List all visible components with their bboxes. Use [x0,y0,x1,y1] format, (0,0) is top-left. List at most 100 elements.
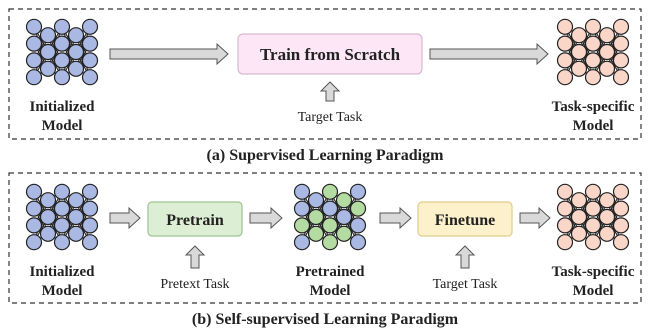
network-node [570,225,588,242]
finetune-box [417,201,513,237]
network-node [25,69,43,86]
network-node [584,18,602,35]
network-node [335,192,353,209]
task-specific-label-line1: Task-specific [552,99,635,115]
arrow-right [249,206,283,230]
network-node [612,217,630,234]
network-node [598,208,616,226]
pretrained-model-network [293,183,367,251]
train-from-scratch-box [237,33,423,75]
network-node [335,225,353,242]
pretrained-model-label-line2: Model [310,283,351,299]
pretrain-box-label: Pretrain [166,212,224,229]
network-node [53,69,71,86]
pretrained-model-label-line1: Pretrained [296,264,366,280]
network-node [321,183,339,200]
panel-a-border [8,8,642,140]
target-task-label: Target Task [433,277,498,292]
initialized-model-label-line1: Initialized [29,99,95,115]
network-node [53,18,71,35]
network-node [556,234,574,251]
arrow-up [454,245,476,269]
network-node [612,35,630,52]
task-specific-label-line2: Model [573,283,614,299]
network-node [321,234,339,251]
network-node [53,200,71,217]
network-node [321,217,339,234]
network-node [39,60,57,77]
network-node [67,225,85,242]
initialized-model-label-line1: Initialized [29,264,95,280]
network-node [53,183,71,200]
pretext-task-label: Pretext Task [160,277,229,292]
network-node [584,200,602,217]
network-node [584,52,602,69]
network-node [39,27,57,44]
train-box-label: Train from Scratch [260,45,401,64]
network-node [25,52,43,69]
network-node [81,69,99,86]
network-node [307,192,325,209]
network-node [81,52,99,69]
network-node [81,18,99,35]
network-node [321,200,339,217]
network-node [25,217,43,234]
network-node [307,208,325,226]
task-specific-model-network [556,18,630,86]
initialized-model-network [25,183,99,251]
network-node [612,52,630,69]
network-node [556,18,574,35]
network-node [53,217,71,234]
finetune-box-label: Finetune [435,212,495,229]
network-node [584,234,602,251]
task-specific-model-network [556,183,630,251]
arrow-right [109,206,141,230]
network-node [25,35,43,52]
network-node [612,69,630,86]
network-node [53,234,71,251]
network-node [556,69,574,86]
network-node [598,43,616,61]
network-node [67,208,85,226]
network-node [81,183,99,200]
network-node [349,217,367,234]
arrow-right [379,206,412,230]
network-node [612,18,630,35]
network-node [81,217,99,234]
network-node [293,200,311,217]
network-node [25,200,43,217]
network-node [25,18,43,35]
network-node [556,35,574,52]
network-node [39,225,57,242]
network-node [349,200,367,217]
network-node [570,192,588,209]
network-node [81,200,99,217]
network-node [39,43,57,61]
task-specific-label-line1: Task-specific [552,264,635,280]
network-node [39,208,57,226]
network-node [584,183,602,200]
network-node [598,27,616,44]
network-node [67,60,85,77]
network-node [349,234,367,251]
arrow-right [109,42,229,66]
network-node [39,192,57,209]
network-node [598,225,616,242]
initialized-model-network [25,18,99,86]
network-node [335,208,353,226]
network-node [53,35,71,52]
task-specific-label-line2: Model [573,118,614,134]
network-node [556,52,574,69]
network-node [556,183,574,200]
panel-b-caption: (b) Self-supervised Learning Paradigm [192,311,459,328]
network-node [53,52,71,69]
pretrain-box [147,201,243,237]
network-node [598,60,616,77]
network-node [584,35,602,52]
network-node [584,69,602,86]
network-node [293,217,311,234]
network-node [293,234,311,251]
initialized-model-label-line2: Model [42,283,83,299]
network-node [293,183,311,200]
